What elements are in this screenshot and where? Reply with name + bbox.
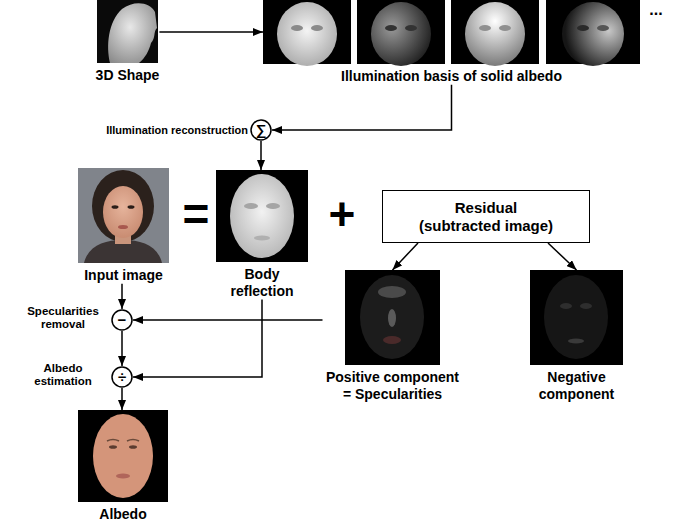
- shape-image: 3D Shape: [96, 0, 160, 84]
- image-slot: [263, 0, 640, 64]
- sum-operator: ∑: [250, 119, 272, 141]
- image-caption: 3D Shape: [96, 67, 160, 84]
- positive-face: [360, 275, 424, 359]
- image-slot: [216, 170, 308, 262]
- negative-mark: [580, 303, 592, 309]
- basis-eye: [479, 25, 491, 31]
- image-caption: Illumination basis of solid albedo: [341, 68, 562, 85]
- body-eye: [266, 203, 280, 209]
- body-face: [230, 174, 294, 258]
- image-slot: [345, 270, 440, 365]
- basis-face: [562, 2, 624, 66]
- image-slot: [78, 168, 169, 263]
- image-caption: Positive component = Specularities: [323, 369, 463, 403]
- operator-circle: [112, 310, 132, 330]
- image-caption: Albedo: [99, 506, 146, 523]
- photo-ground: [78, 168, 169, 263]
- flow-arrow: [548, 243, 577, 270]
- operator-label: =: [183, 191, 210, 237]
- basis-face: [371, 2, 431, 66]
- positive-image-ground: [345, 270, 440, 365]
- albedo-brow: [107, 440, 119, 442]
- positive-highlight: [388, 309, 396, 327]
- photo-eye: [128, 205, 135, 209]
- image-caption: Input image: [84, 267, 163, 284]
- operator-label: +: [329, 191, 356, 237]
- basis-eye: [291, 25, 303, 31]
- positive-highlight: [378, 286, 406, 298]
- basis-face: [277, 2, 337, 66]
- flow-arrow: [133, 300, 262, 377]
- flow-arrow: [272, 85, 452, 130]
- photo-face: [103, 186, 143, 238]
- shape-image-ground: [97, 0, 158, 63]
- operator-symbol: ÷: [118, 366, 126, 388]
- basis-eye: [577, 25, 589, 31]
- image-caption: Negative component: [527, 369, 627, 403]
- box-text: Residual (subtracted image): [416, 199, 557, 235]
- shape-face: [108, 3, 157, 63]
- body-image-ground: [216, 170, 308, 262]
- operator-symbol: −: [118, 309, 127, 331]
- image-slot: [78, 410, 168, 502]
- body-mouth: [254, 236, 270, 241]
- body-reflection-image: Body reflection: [216, 170, 308, 300]
- body-eye: [244, 203, 258, 209]
- flow-arrow: [133, 319, 323, 321]
- negative-mark: [568, 339, 584, 344]
- basis-eye: [405, 25, 417, 31]
- flow-arrow: [121, 284, 123, 309]
- residual-box: Residual (subtracted image): [382, 190, 590, 243]
- operator-circle: [251, 120, 271, 140]
- negative-mark: [560, 303, 572, 309]
- positive-mouth: [383, 336, 401, 344]
- basis-eye: [499, 25, 511, 31]
- albedo-mouth: [116, 474, 130, 479]
- flow-arrow: [260, 141, 262, 170]
- flow-arrow: [159, 31, 263, 33]
- albedo-eye: [129, 445, 137, 449]
- input-image: Input image: [78, 168, 169, 284]
- basis-strip: Illumination basis of solid albedo: [263, 0, 640, 85]
- image-caption: Body reflection: [216, 266, 308, 300]
- operator-symbol: ∑: [256, 119, 267, 141]
- albedo-image: Albedo: [78, 410, 168, 523]
- flow-arrow: [121, 331, 123, 366]
- positive-component-image: Positive component = Specularities: [323, 270, 463, 403]
- operator-label: Illumination reconstruction: [106, 124, 248, 137]
- photo-hair: [92, 170, 154, 242]
- albedo-eye: [109, 445, 117, 449]
- image-slot: [97, 0, 158, 63]
- negative-component-image: Negative component: [527, 270, 627, 403]
- image-slot: [530, 270, 623, 365]
- negative-image-ground: [530, 270, 623, 365]
- photo-mouth: [118, 225, 128, 229]
- basis-eye: [597, 25, 609, 31]
- basis-eye: [385, 25, 397, 31]
- basis-face: [465, 2, 525, 66]
- albedo-brow: [127, 440, 139, 442]
- subtract-operator: −: [111, 309, 133, 331]
- operator-label: ...: [649, 1, 662, 19]
- step-label: Specularities removal: [18, 305, 108, 331]
- divide-operator: ÷: [111, 366, 133, 388]
- negative-face: [544, 275, 608, 359]
- photo-eye: [112, 205, 119, 209]
- operator-circle: [112, 367, 132, 387]
- step-label: Albedo estimation: [18, 362, 108, 388]
- basis-eye: [311, 25, 323, 31]
- albedo-face: [93, 414, 153, 498]
- flow-arrow: [393, 243, 419, 270]
- flow-arrow: [121, 388, 123, 410]
- albedo-image-ground: [78, 410, 168, 502]
